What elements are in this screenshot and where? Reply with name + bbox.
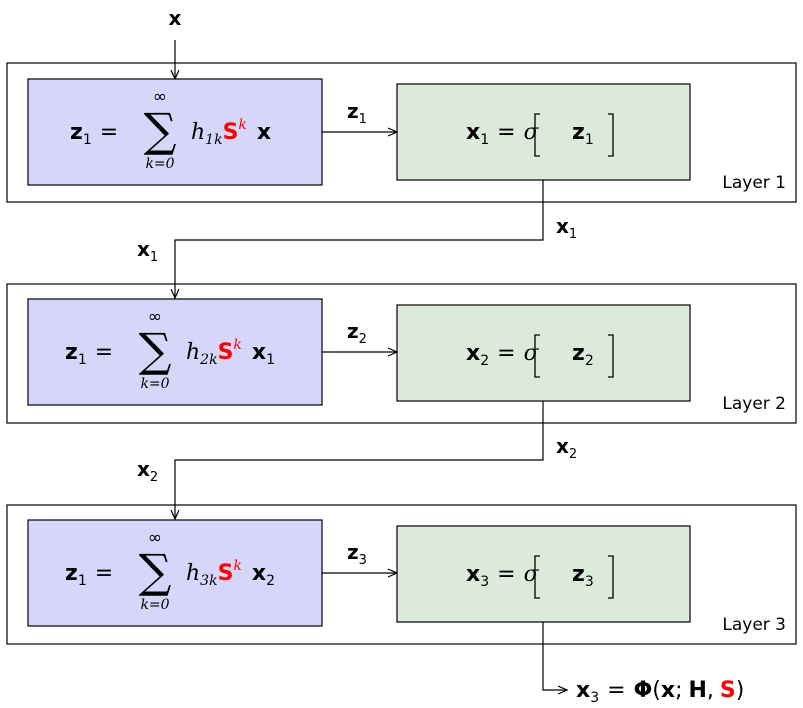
layer-3-name: Layer 3: [722, 615, 786, 635]
layer-1-activation-arg: z1: [572, 120, 594, 148]
layer-3-left-bracket: [534, 555, 540, 599]
layer-3-sum-symbol: ∑: [139, 544, 172, 598]
layer-1-activation-box: [396, 83, 691, 181]
layer-2-filter-equation: z1=: [65, 340, 113, 368]
layer-1-sum-sup: ∞: [153, 87, 167, 107]
layer-2-name: Layer 2: [722, 394, 786, 414]
layer-3-activation-box: [396, 525, 691, 623]
layer-3-activation-equation: x3=σ: [466, 562, 540, 590]
layer-1-activation-equation: x1=σ: [466, 120, 540, 148]
layer-3-sum-sup: ∞: [148, 528, 162, 548]
layer-1-output-label: x1: [556, 214, 577, 242]
layer-2-sum-symbol: ∑: [139, 323, 172, 377]
final-output-equation: x3=Φ(x;H,S): [576, 678, 744, 706]
layer-2-sum-sub: k=0: [140, 376, 169, 392]
layer-3-right-bracket: [608, 555, 614, 599]
layer-2-activation-arg: z2: [572, 341, 594, 369]
layer-3-sum-sub: k=0: [140, 597, 169, 613]
layer-1-right-bracket: [608, 113, 614, 157]
layer-3-input-label: x2: [137, 457, 158, 485]
layer-2-output-label: x2: [556, 434, 577, 462]
input-label: x: [169, 6, 182, 30]
layer-1-name: Layer 1: [722, 173, 786, 193]
layer-1-sum-symbol: ∑: [144, 103, 177, 157]
layer-2-filter-box: [27, 298, 323, 406]
layer-2-frame: [6, 283, 797, 424]
layer-1-filter-equation: z1=: [70, 120, 118, 148]
layer-1-frame: [6, 62, 797, 203]
connector-2-3: [175, 401, 544, 519]
layer-1-sum-sub: k=0: [145, 156, 174, 172]
layer-2-activation-equation: x2=σ: [466, 341, 540, 369]
layer-1-edge-label: z1: [347, 99, 367, 127]
layer-1-filter-box: [27, 78, 323, 186]
layer-3-frame: [6, 504, 797, 645]
layer-2-input-label: x1: [137, 237, 158, 265]
output-arrow: [542, 622, 567, 690]
layer-3-filter-box: [27, 519, 323, 627]
layer-2-sum-sup: ∞: [148, 307, 162, 327]
layer-2-right-bracket: [608, 334, 614, 378]
layer-2-activation-box: [396, 304, 691, 402]
layer-3-filter-equation: z1=: [65, 561, 113, 589]
layer-3-activation-arg: z3: [572, 562, 594, 590]
layer-2-left-bracket: [534, 334, 540, 378]
layer-1-left-bracket: [534, 113, 540, 157]
connector-1-2: [175, 180, 544, 298]
layer-2-edge-label: z2: [347, 319, 367, 347]
layer-3-edge-label: z3: [347, 540, 367, 568]
